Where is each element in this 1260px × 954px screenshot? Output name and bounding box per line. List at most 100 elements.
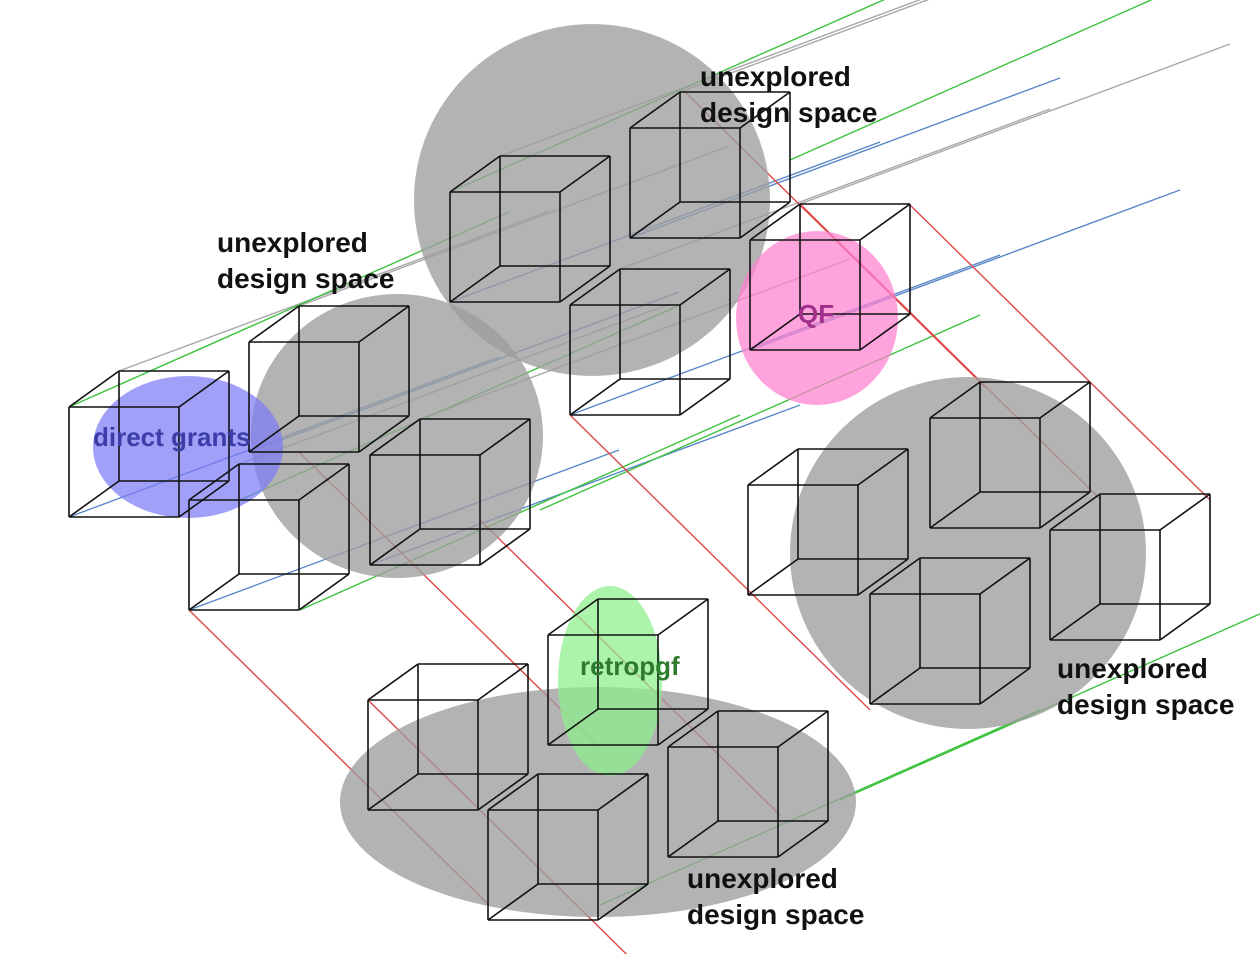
cube-edge	[657, 708, 709, 746]
label-bottom-line1: unexplored	[687, 863, 838, 894]
cube-edge	[559, 155, 611, 193]
cube-edge	[1039, 381, 1091, 419]
cube-edge	[777, 820, 829, 858]
label-top-line1: unexplored	[700, 61, 851, 92]
hypercube-bottom-cube-3	[667, 710, 829, 858]
link-line	[909, 204, 1211, 501]
cube-edge	[358, 305, 410, 343]
cube-edge	[547, 598, 599, 636]
cube-edge	[739, 91, 791, 129]
cube-edge	[248, 415, 300, 453]
hypercube-left-cube-1	[68, 370, 230, 518]
cube-edge	[679, 268, 731, 306]
link-line	[679, 0, 930, 93]
cube-edge	[777, 710, 829, 748]
cube-edge	[369, 528, 421, 566]
label-bottom-line2: design space	[687, 899, 864, 930]
hypercube-left-cube-4	[188, 463, 350, 611]
hypercube-left-cube-2	[248, 305, 410, 453]
cube-edge	[248, 305, 300, 343]
cube-edge	[367, 663, 419, 701]
hypercube-left-cube-3	[369, 418, 531, 566]
region-labels: unexplored design space unexplored desig…	[217, 61, 1234, 930]
hypercube-right-cube-4	[869, 557, 1031, 705]
label-qf: QF	[798, 299, 834, 329]
cube-edge	[747, 448, 799, 486]
link-line	[539, 314, 981, 511]
cube-edge	[749, 313, 801, 351]
cube-edge	[857, 558, 909, 596]
hypercube-right-cube-2	[929, 381, 1091, 529]
hypercube-right-cube-3	[1049, 493, 1211, 641]
hypercube-top-cube-1	[449, 155, 611, 303]
label-top-line2: design space	[700, 97, 877, 128]
cube-edge	[597, 883, 649, 921]
cube-edge	[979, 557, 1031, 595]
cube-edge	[739, 201, 791, 239]
mechanism-labels: direct grants QF retropgf	[93, 299, 834, 681]
cube-edge	[857, 448, 909, 486]
blob-right-unexplored	[790, 377, 1146, 729]
cube-edge	[188, 463, 240, 501]
cube-edge	[479, 528, 531, 566]
cube-edge	[298, 573, 350, 611]
label-right-line2: design space	[1057, 689, 1234, 720]
cube-edge	[1039, 491, 1091, 529]
link-line	[569, 414, 871, 711]
hypercube-wireframes	[68, 91, 1211, 921]
cube-edge	[449, 265, 501, 303]
cube-edge	[1049, 603, 1101, 641]
label-direct-grants: direct grants	[93, 422, 251, 452]
label-left-line2: design space	[217, 263, 394, 294]
cube-edge	[629, 91, 681, 129]
cube-edge	[667, 710, 719, 748]
cube-edge	[479, 418, 531, 456]
cube-edge	[487, 883, 539, 921]
blob-retropgf	[558, 586, 662, 776]
hypercube-top-cube-3	[749, 203, 911, 351]
cube-edge	[569, 268, 621, 306]
cube-edge	[979, 667, 1031, 705]
cube-edge	[747, 558, 799, 596]
blob-qf	[736, 231, 898, 405]
cube-edge	[178, 370, 230, 408]
hypercube-bottom-cube-1	[367, 663, 529, 811]
cube-edge	[178, 480, 230, 518]
cube-edge	[298, 463, 350, 501]
blob-bottom-unexplored	[340, 687, 856, 917]
cube-edge	[929, 381, 981, 419]
cube-edge	[1159, 493, 1211, 531]
cube-edge	[869, 667, 921, 705]
hypercube-top-cube-2	[629, 91, 791, 239]
cube-edge	[477, 773, 529, 811]
cube-edge	[487, 773, 539, 811]
cube-edge	[667, 820, 719, 858]
link-line	[789, 0, 1153, 161]
cube-edge	[929, 491, 981, 529]
region-blobs	[93, 24, 1146, 917]
blob-top-unexplored	[414, 24, 770, 376]
label-left-line1: unexplored	[217, 227, 368, 258]
cube-edge	[559, 265, 611, 303]
cube-edge	[68, 370, 120, 408]
hypercube-top-cube-4	[569, 268, 731, 416]
cube-edge	[859, 313, 911, 351]
cube-edge	[477, 663, 529, 701]
cube-edge	[869, 557, 921, 595]
label-right-line1: unexplored	[1057, 653, 1208, 684]
cube-edge	[547, 708, 599, 746]
hypercube-bottom-cube-4	[487, 773, 649, 921]
label-retropgf: retropgf	[580, 651, 680, 681]
hypercube-right-cube-1	[747, 448, 909, 596]
cube-edge	[859, 203, 911, 241]
cube-edge	[597, 773, 649, 811]
cube-edge	[657, 598, 709, 636]
blob-direct-grants	[93, 376, 283, 518]
cube-edge	[1159, 603, 1211, 641]
cube-edge	[188, 573, 240, 611]
cube-edge	[449, 155, 501, 193]
link-line	[799, 43, 1231, 205]
cube-edge	[629, 201, 681, 239]
